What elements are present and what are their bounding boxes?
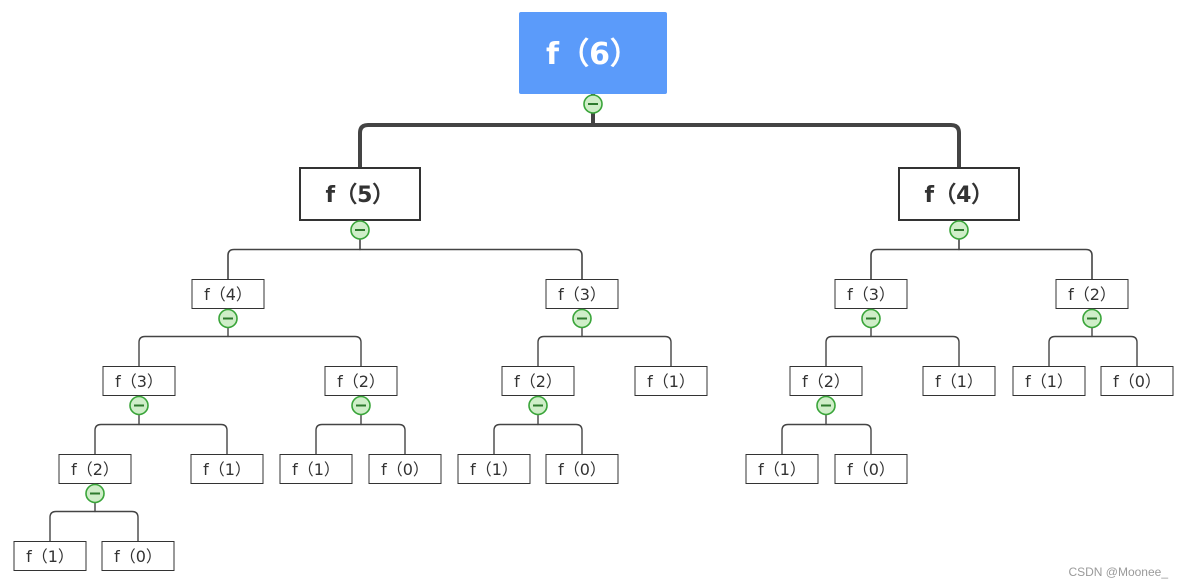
tree-node[interactable]: f（3） [834,279,908,309]
tree-node[interactable]: f（1） [745,454,819,484]
tree-node[interactable]: f（3） [545,279,619,309]
tree-node[interactable]: f（1） [190,454,264,484]
collapse-toggle-icon[interactable] [572,308,592,329]
connector [358,94,961,170]
root-node[interactable]: f（6） [519,12,667,94]
tree-node[interactable]: f（2） [324,366,398,396]
tree-node[interactable]: f（2） [58,454,132,484]
node-label: f（1） [26,547,74,566]
connector [138,308,362,368]
node-label: f（1） [470,460,518,479]
collapse-toggle-icon[interactable] [861,308,881,329]
collapse-toggles [85,94,1102,504]
collapse-toggle-icon[interactable] [583,94,603,114]
tree-node[interactable]: f（3） [102,366,176,396]
collapse-toggle-icon[interactable] [218,308,238,329]
tree-node[interactable]: f（0） [545,454,619,484]
node-label: f（3） [115,372,163,391]
tree-node[interactable]: f（1） [1012,366,1086,396]
node-label: f（0） [114,547,162,566]
connector [870,220,1093,281]
watermark: CSDN @Moonee_ [1068,565,1168,579]
node-label: f（1） [1025,372,1073,391]
node-label: f（1） [758,460,806,479]
tree-node[interactable]: f（0） [368,454,442,484]
tree-node[interactable]: f（1） [922,366,996,396]
collapse-toggle-icon[interactable] [351,395,371,416]
tree-node[interactable]: f（0） [834,454,908,484]
tree-node[interactable]: f（4） [898,167,1020,221]
tree-node[interactable]: f（1） [457,454,531,484]
collapse-toggle-icon[interactable] [816,395,836,416]
node-label: f（3） [558,285,606,304]
node-label: f（4） [925,183,994,208]
connector [94,395,228,456]
collapse-toggle-icon[interactable] [85,483,105,504]
node-label: f（3） [847,285,895,304]
node-label: f（0） [558,460,606,479]
collapse-toggle-icon[interactable] [949,220,969,240]
tree-node[interactable]: f（0） [1100,366,1174,396]
node-label: f（0） [381,460,429,479]
node-label: f（5） [326,183,395,208]
collapse-toggle-icon[interactable] [528,395,548,416]
tree-node[interactable]: f（2） [501,366,575,396]
tree-node[interactable]: f（1） [279,454,353,484]
node-label: f（2） [337,372,385,391]
node-label: f（6） [546,37,640,72]
tree-node[interactable]: f（2） [789,366,863,396]
node-label: f（1） [292,460,340,479]
node-label: f（2） [514,372,562,391]
connector [537,308,672,368]
node-label: f（1） [935,372,983,391]
node-label: f（0） [1113,372,1161,391]
collapse-toggle-icon[interactable] [350,220,370,240]
tree-nodes: f（6） f（5） f（4） f（3） f（2） f（1） f（0） f（1） f（2） f（1）… [13,12,1174,571]
node-label: f（2） [1068,285,1116,304]
node-label: f（0） [847,460,895,479]
connector [227,220,583,281]
node-label: f（1） [203,460,251,479]
node-label: f（4） [204,285,252,304]
collapse-toggle-icon[interactable] [1082,308,1102,329]
tree-node[interactable]: f（5） [299,167,421,221]
node-label: f（2） [71,460,119,479]
tree-node[interactable]: f（4） [191,279,265,309]
tree-node[interactable]: f（0） [101,541,175,571]
collapse-toggle-icon[interactable] [129,395,149,416]
tree-node[interactable]: f（1） [634,366,708,396]
node-label: f（1） [647,372,695,391]
node-label: f（2） [802,372,850,391]
connector [825,308,960,368]
tree-node[interactable]: f（2） [1055,279,1129,309]
tree-node[interactable]: f（1） [13,541,87,571]
